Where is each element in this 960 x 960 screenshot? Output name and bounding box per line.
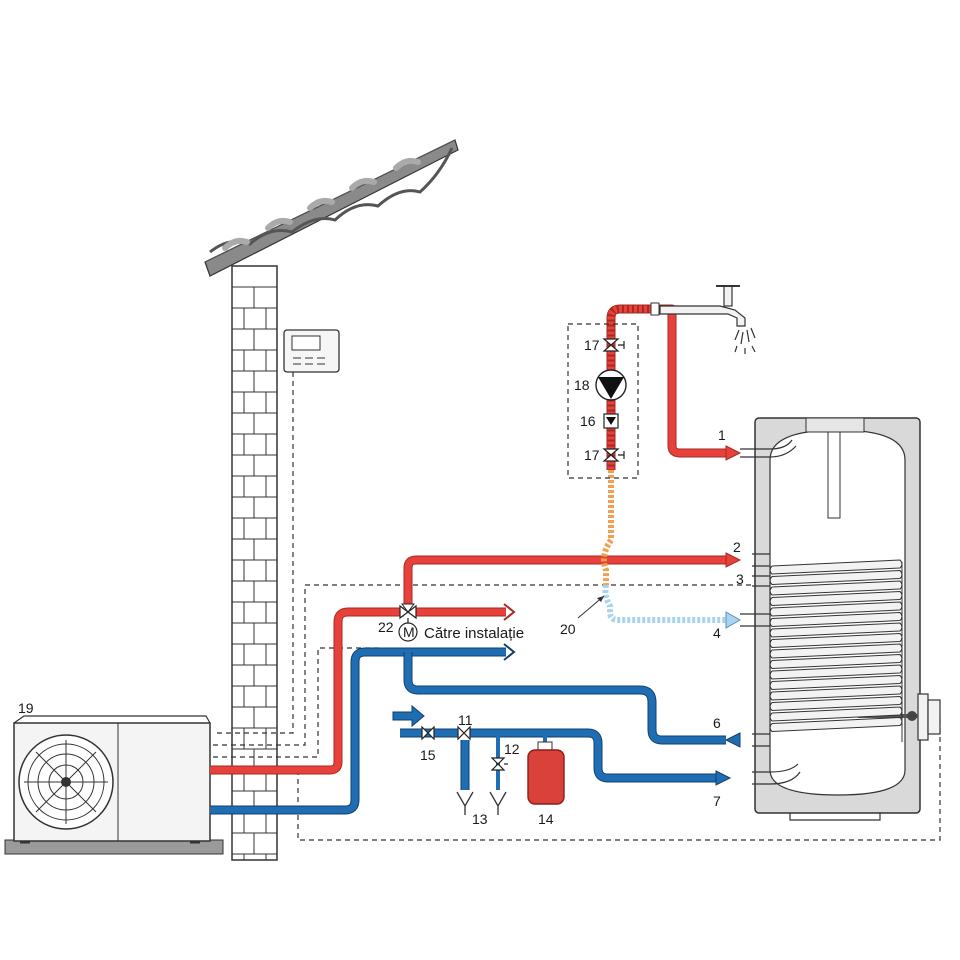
controller-icon	[283, 329, 340, 373]
three-way-valve-icon	[398, 603, 418, 642]
label-12: 12	[504, 741, 520, 757]
label-13: 13	[472, 811, 488, 827]
inlet-arrow-icon	[392, 704, 425, 728]
fan-icon	[18, 734, 114, 830]
hot-pipes	[210, 304, 726, 775]
valve-icon	[602, 338, 625, 462]
label-11: 11	[458, 712, 473, 728]
label-2: 2	[733, 539, 741, 555]
tap-icon	[650, 285, 756, 354]
recirc-return-pipe	[602, 584, 728, 623]
label-20: 20	[560, 621, 576, 637]
label-17-bottom: 17	[584, 447, 600, 463]
label-16: 16	[580, 413, 596, 429]
label-17-top: 17	[584, 337, 600, 353]
roof-icon	[204, 139, 459, 277]
installation-label: Către instalație	[424, 625, 524, 642]
label-3: 3	[736, 571, 744, 587]
motor-label: M	[403, 624, 415, 640]
label-1: 1	[718, 427, 726, 443]
check-valve-icon	[603, 413, 619, 429]
cold-pipes	[210, 643, 726, 815]
expansion-vessel-icon	[527, 741, 565, 805]
coil-icon	[769, 559, 903, 742]
label-6: 6	[713, 715, 721, 731]
connection-arrows	[715, 445, 742, 786]
label-19: 19	[18, 700, 34, 716]
label-22: 22	[378, 619, 394, 635]
label-14: 14	[538, 811, 554, 827]
recirc-pipe	[600, 470, 614, 585]
pump-icon	[595, 369, 627, 401]
drain-icon	[456, 791, 507, 815]
label-15: 15	[420, 747, 436, 763]
label-4: 4	[713, 625, 721, 641]
label-18: 18	[574, 377, 590, 393]
brick-wall	[231, 265, 278, 861]
valve-icon	[421, 725, 508, 771]
label-7: 7	[713, 793, 721, 809]
recirc-group-box	[567, 323, 639, 479]
heat-pump-icon	[4, 715, 224, 855]
